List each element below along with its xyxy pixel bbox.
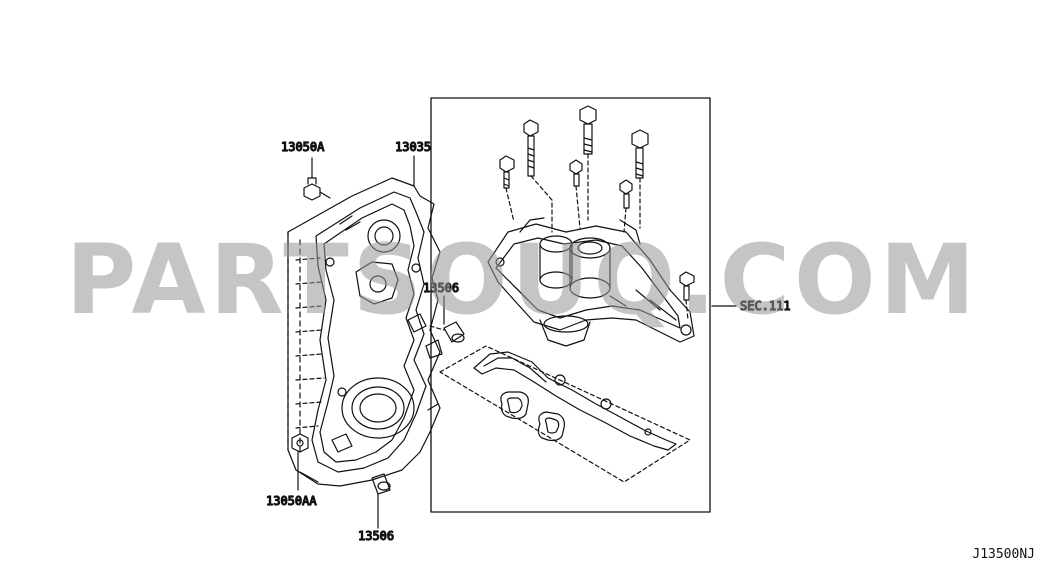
label-bolt-13050aa: 13050AA bbox=[266, 494, 317, 508]
diagram-code: J13500NJ bbox=[972, 547, 1035, 562]
callout-box bbox=[430, 97, 711, 513]
bolt-13050a bbox=[303, 157, 331, 201]
bolt-group bbox=[499, 105, 695, 321]
label-dowel-upper: 13506 bbox=[423, 281, 459, 295]
label-cover-13035: 13035 bbox=[395, 140, 431, 154]
label-bolt-13050a: 13050A bbox=[281, 140, 325, 154]
label-sec-111: SEC.111 bbox=[740, 299, 791, 313]
dowel-lower bbox=[371, 473, 391, 529]
upper-housing bbox=[487, 217, 695, 347]
front-cover bbox=[287, 177, 443, 487]
bolt-13050aa bbox=[291, 433, 309, 491]
dowel-upper bbox=[429, 295, 465, 343]
gasket-set bbox=[439, 345, 691, 483]
label-dowel-lower: 13506 bbox=[358, 529, 394, 543]
